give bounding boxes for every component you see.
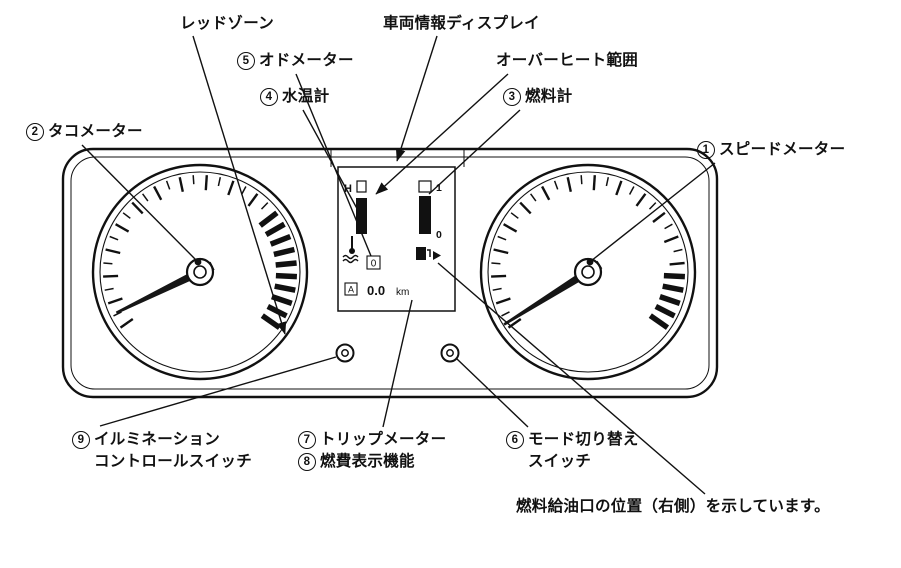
- speedometer-ticks: [491, 175, 686, 330]
- vehicle-info-display-label: 車両情報ディスプレイ: [383, 15, 540, 32]
- odometer-value: 0: [371, 259, 377, 270]
- trip-meter-label-number: 7: [298, 431, 316, 449]
- fuel-full-mark: 1: [436, 182, 442, 194]
- water-temp-label: 4 水温計: [260, 86, 329, 108]
- tachometer-label-number: 2: [26, 123, 44, 141]
- speedometer-label-number: 1: [697, 141, 715, 159]
- leader-vehicle-info: [395, 35, 438, 162]
- mode-switch-button: [440, 343, 460, 363]
- leader-fuel-filler: [437, 262, 706, 495]
- water-temp-label-number: 4: [260, 88, 278, 106]
- fuel-economy-label-number: 8: [298, 453, 316, 471]
- speedometer-gauge: [479, 163, 697, 381]
- trip-unit: km: [396, 287, 409, 298]
- coolant-temp-icon: [342, 236, 359, 264]
- speedometer-label: 1 スピードメーター: [697, 139, 845, 161]
- tachometer-hub: [185, 257, 215, 287]
- leader-red-zone: [192, 35, 287, 335]
- overheat-range-label: オーバーヒート範囲: [496, 52, 639, 69]
- trip-mode-indicator: A: [348, 285, 354, 295]
- fuel-economy-label: 8 燃費表示機能: [298, 451, 415, 473]
- leader-trip-meter: [382, 299, 413, 428]
- leader-overheat-range: [375, 73, 509, 195]
- leader-water-temp: [302, 109, 361, 215]
- odometer-readout: 0: [366, 255, 381, 270]
- illumination-label: 9 イルミネーション コントロールスイッチ: [72, 429, 252, 473]
- mode-switch-label-number: 6: [506, 431, 524, 449]
- tachometer-gauge: [91, 163, 309, 381]
- fuel-filler-arrow-icon: [433, 251, 441, 260]
- water-temp-bar-gauge: H: [342, 180, 367, 264]
- red-zone-label: レッドゾーン: [180, 15, 275, 32]
- callout-dot-speedometer: [586, 258, 594, 266]
- speedometer-hub: [573, 257, 603, 287]
- callout-dot-tachometer: [194, 258, 202, 266]
- illumination-label-number: 9: [72, 431, 90, 449]
- mode-switch-label: 6 モード切り替え スイッチ: [506, 429, 639, 473]
- leader-illumination: [99, 356, 337, 427]
- temp-high-mark: H: [344, 183, 352, 195]
- leader-mode-switch: [456, 358, 529, 428]
- fuel-gauge-label: 3 燃料計: [503, 86, 572, 108]
- tachometer-label: 2 タコメーター: [26, 121, 143, 143]
- odometer-label: 5 オドメーター: [237, 50, 354, 72]
- tachometer-ticks: [103, 175, 298, 330]
- illumination-switch-button: [335, 343, 355, 363]
- leader-fuel-gauge: [428, 109, 521, 195]
- leader-lines: [81, 35, 716, 495]
- fuel-pump-icon: [416, 247, 431, 260]
- fuel-empty-mark: 0: [436, 229, 442, 241]
- fuel-filler-note: 燃料給油口の位置（右側）を示しています。: [516, 498, 830, 515]
- trip-readout: A 0.0 km: [344, 282, 409, 298]
- vehicle-info-display: H 1 0: [337, 166, 456, 312]
- trip-value: 0.0: [367, 283, 385, 298]
- odometer-label-number: 5: [237, 52, 255, 70]
- fuel-gauge-label-number: 3: [503, 88, 521, 106]
- trip-meter-label: 7 トリップメーター: [298, 429, 446, 451]
- fuel-bar-gauge: 1 0: [416, 180, 442, 260]
- leader-speedometer: [590, 162, 716, 262]
- leader-tachometer: [81, 144, 198, 262]
